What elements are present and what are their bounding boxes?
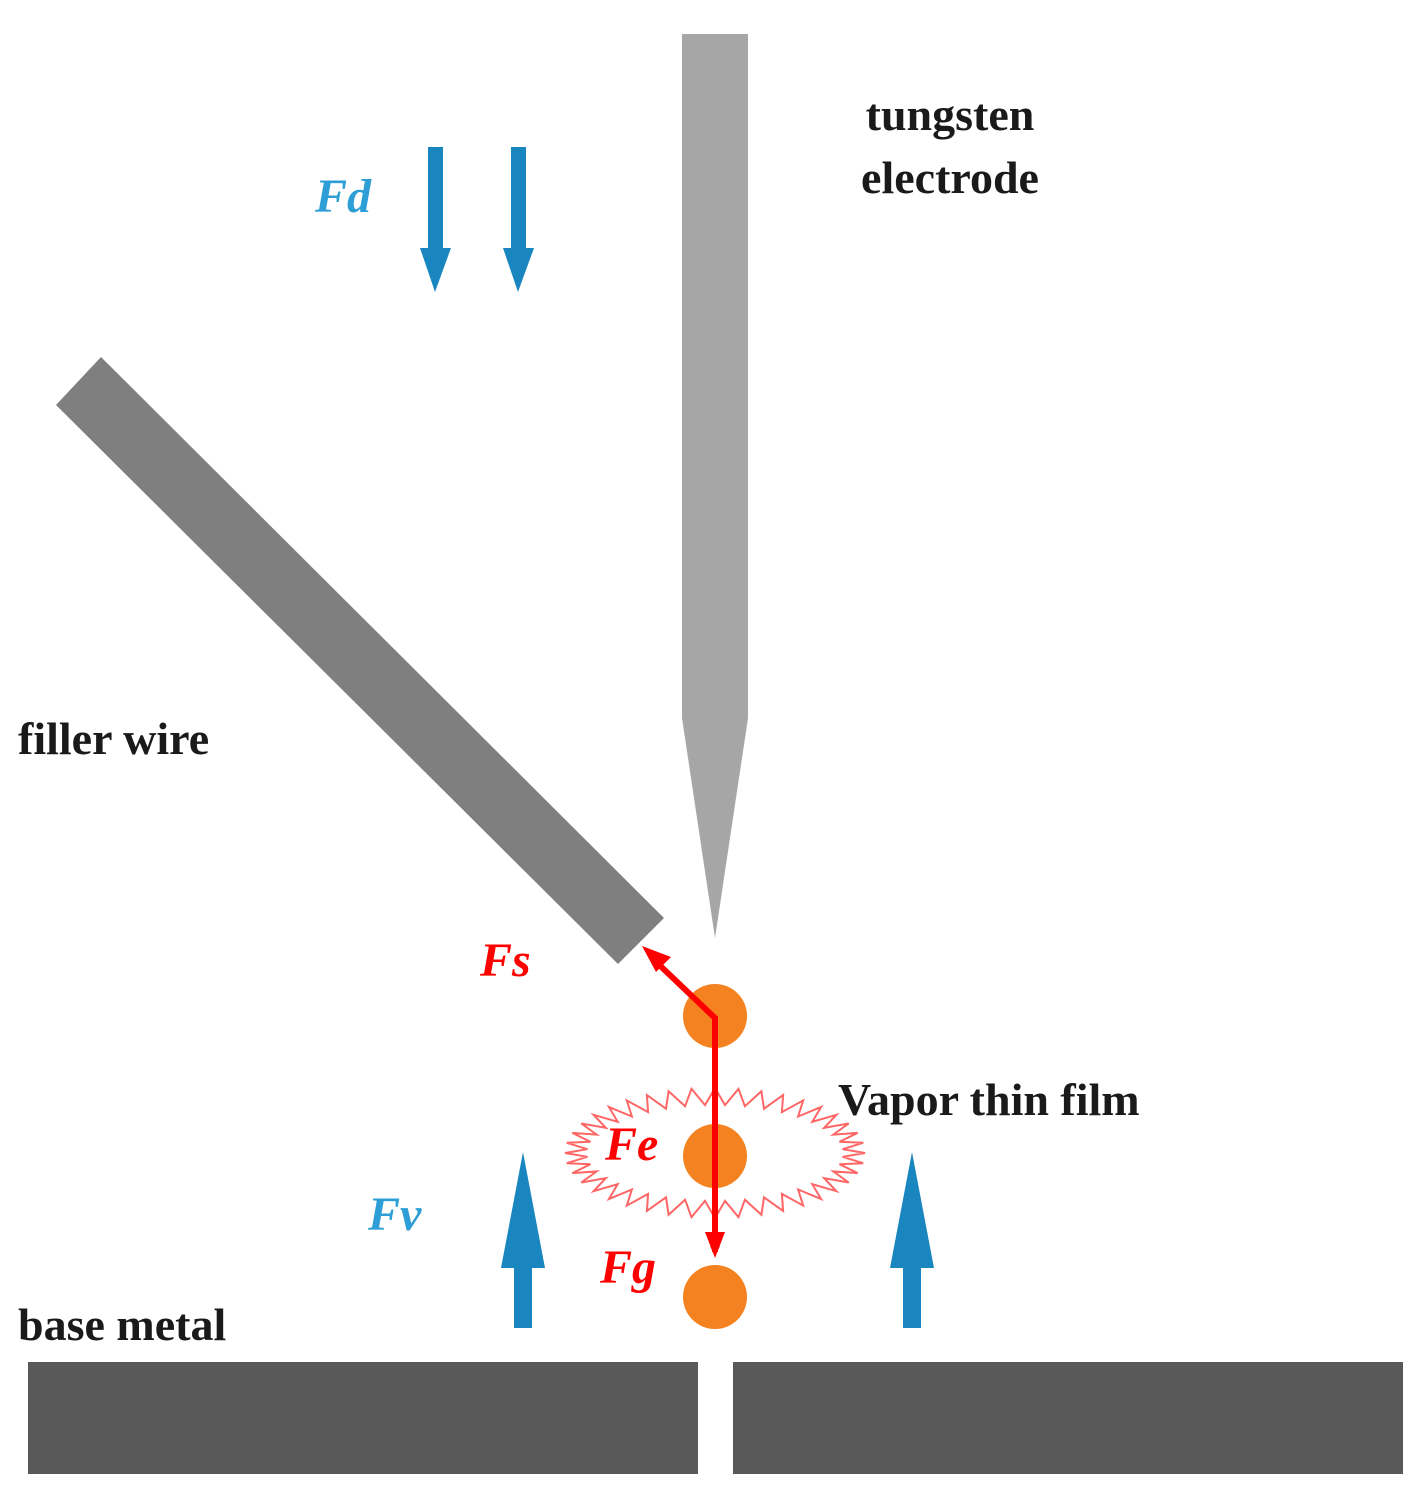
base-metal-right bbox=[733, 1362, 1403, 1474]
tungsten-electrode bbox=[682, 34, 748, 938]
fs-arrowhead bbox=[642, 946, 671, 972]
droplet-bottom bbox=[683, 1265, 747, 1329]
fs-label: Fs bbox=[479, 934, 531, 987]
fe-label: Fe bbox=[604, 1118, 658, 1171]
electrode-label-line2: electrode bbox=[861, 152, 1039, 203]
fv-arrow-right bbox=[890, 1152, 934, 1328]
base-metal-label: base metal bbox=[18, 1299, 226, 1350]
fv-arrow-left bbox=[501, 1152, 545, 1328]
fg-label: Fg bbox=[599, 1241, 656, 1294]
fd-arrow-right bbox=[503, 147, 534, 292]
base-metal-left bbox=[28, 1362, 698, 1474]
electrode-label-line1: tungsten bbox=[866, 89, 1035, 140]
fd-arrow-left bbox=[420, 147, 451, 292]
filler-wire bbox=[56, 357, 664, 964]
fd-label: Fd bbox=[314, 170, 372, 223]
filler-wire-label: filler wire bbox=[18, 713, 209, 764]
fv-label: Fv bbox=[367, 1188, 422, 1241]
fs-arrow bbox=[649, 955, 718, 1021]
vapor-film-label: Vapor thin film bbox=[838, 1074, 1140, 1125]
fg-arrowhead bbox=[705, 1232, 725, 1258]
vapor-film-outline bbox=[564, 1086, 866, 1220]
